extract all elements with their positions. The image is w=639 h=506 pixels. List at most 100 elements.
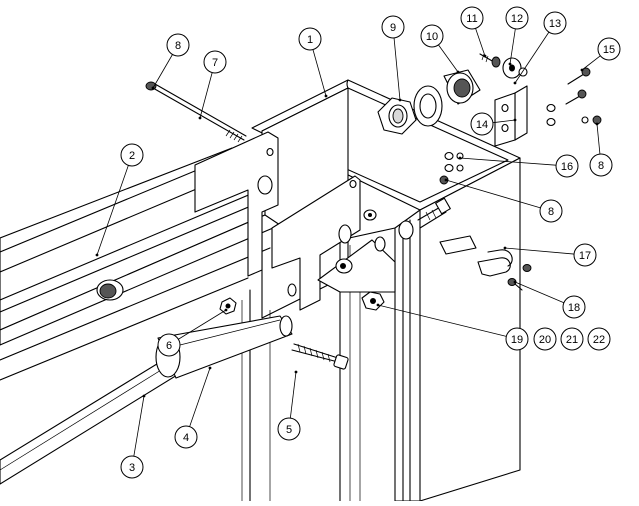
bolt-5 [291,343,349,370]
callout-circle-c4 [174,425,198,449]
callout-c4: 4 [174,425,198,449]
leader-line-c2 [96,165,129,256]
callout-number-c5: 5 [286,424,292,436]
callout-c18: 18 [562,295,586,319]
large-nut [377,97,417,135]
leader-line-c9 [393,37,401,101]
callout-circle-c7 [203,50,227,74]
leader-line-c1 [312,49,327,97]
callout-c9: 9 [381,15,405,39]
callout-c10: 10 [420,24,444,48]
callout-circle-c19 [505,327,529,351]
leader-tip-c9 [398,98,402,102]
threaded-rod [145,81,247,143]
callout-circle-c20 [533,327,557,351]
callout-number-c11: 11 [466,13,477,25]
callout-circle-c15 [597,37,621,61]
callout-circle-c3 [120,455,144,479]
leader-tip-c2 [95,253,99,257]
grommet [413,69,481,127]
post-hardware [363,197,451,240]
leader-tip-c16 [458,156,462,160]
leader-tip-c11 [483,54,487,58]
leader-line-c11 [475,28,486,57]
leader-line-c15 [581,55,601,71]
leader-line-c12 [509,28,516,65]
callout-c17: 17 [573,243,597,267]
callout-c6: 6 [157,333,181,357]
leader-tip-c1 [324,94,328,98]
callout-circle-c11 [460,6,484,30]
leader-line-c10 [438,44,459,73]
callout-c15: 15 [597,37,621,61]
callout-circle-c18 [562,295,586,319]
leader-line-c8c [596,123,601,155]
callout-circle-c9 [381,15,405,39]
callout-number-c16: 16 [561,161,573,173]
callout-circle-c8b [539,199,563,223]
callout-circle-c14 [470,112,494,136]
callout-number-c22: 22 [593,334,605,346]
callout-c19: 19 [505,327,529,351]
callout-circle-c16 [555,154,579,178]
leader-line-c19 [377,304,507,337]
callout-number-c2: 2 [129,150,135,162]
callout-c8b: 8 [539,199,563,223]
leader-line-c8b [445,179,541,209]
callout-c20: 20 [533,327,557,351]
callout-c3: 3 [120,455,144,479]
leader-tip-c15 [580,68,584,72]
leader-tip-c3 [142,394,146,398]
leader-tip-c6 [224,308,228,312]
callout-number-c9: 9 [390,22,396,34]
leader-tip-c7 [198,116,202,120]
callout-number-c12: 12 [511,13,523,25]
leader-line-c6 [178,309,227,340]
callout-number-c15: 15 [603,44,615,56]
callout-number-c13: 13 [549,18,561,30]
callout-number-c8a: 8 [175,40,181,52]
callout-c11: 11 [460,6,484,30]
callout-c12: 12 [505,6,529,30]
leader-line-c18 [514,281,565,304]
leader-tip-c10 [456,70,460,74]
callout-number-c7: 7 [212,57,218,69]
callout-number-c20: 20 [539,334,551,346]
callout-c8a: 8 [166,33,190,57]
screw-and-washer [479,53,528,79]
callout-circle-c2 [120,143,144,167]
leader-tip-c8c [595,122,599,126]
leader-line-c7 [199,72,213,119]
leader-line-c8a [152,54,173,89]
leader-line-c14 [492,119,516,124]
long-rod [0,355,183,485]
callout-circle-c22 [587,327,611,351]
leader-tip-c5 [294,370,298,374]
callout-c22: 22 [587,327,611,351]
leader-tip-c8b [444,178,448,182]
post-nut-19 [361,291,385,311]
mounting-bracket [194,131,396,311]
callout-number-c21: 21 [566,334,578,346]
leader-line-c16 [459,157,557,166]
callout-c21: 21 [560,327,584,351]
callout-circle-c13 [543,11,567,35]
small-screws-18 [507,264,532,291]
leader-tip-c8a [151,86,155,90]
leader-lines [95,28,601,457]
leader-line-c13 [514,31,550,84]
callout-circle-c8a [166,33,190,57]
callout-number-c4: 4 [183,432,189,444]
callout-c14: 14 [470,112,494,136]
leader-tip-c4 [208,366,212,370]
callout-number-c3: 3 [129,462,135,474]
callout-number-c10: 10 [426,31,438,43]
callout-c7: 7 [203,50,227,74]
leader-tip-c13 [513,81,517,85]
callout-number-c17: 17 [579,250,591,262]
callout-circle-c6 [157,333,181,357]
leader-tip-c12 [508,62,512,66]
callout-number-c8c: 8 [598,160,604,172]
